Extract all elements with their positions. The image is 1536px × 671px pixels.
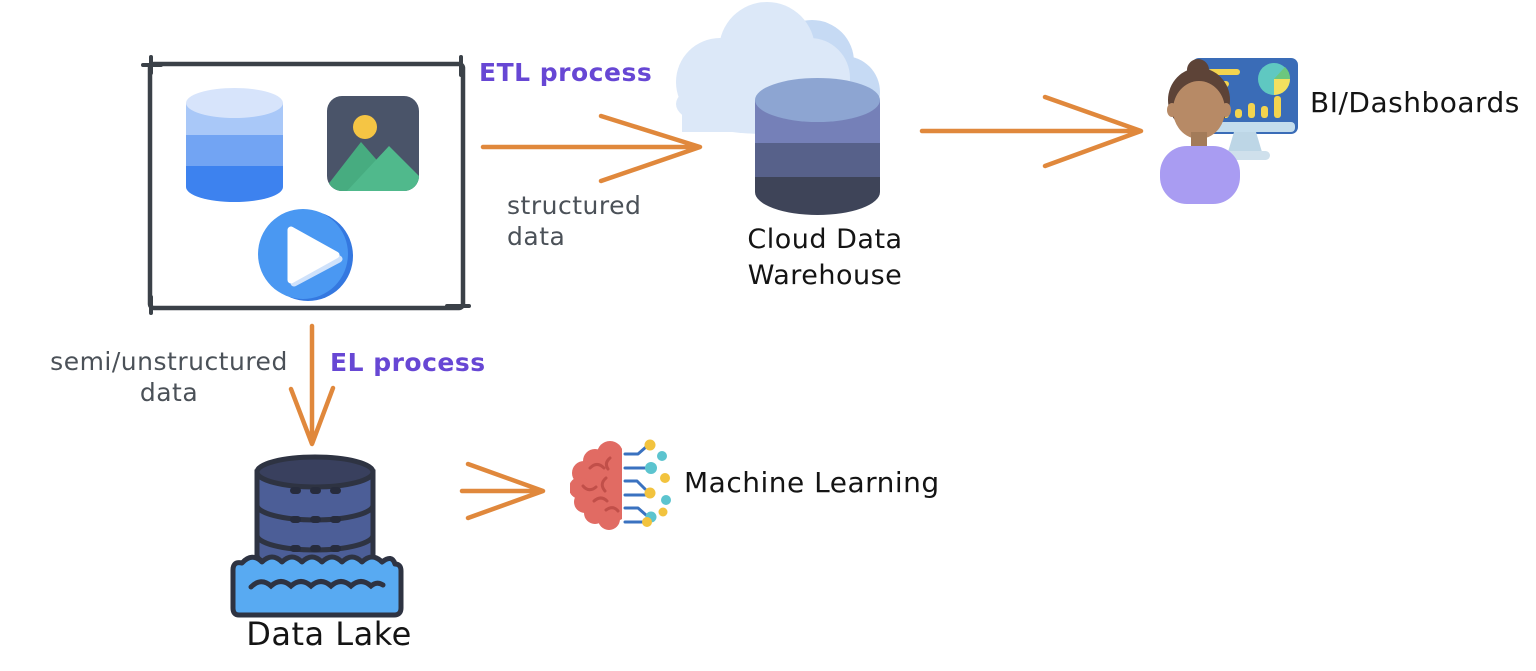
data-sources-box <box>141 55 471 315</box>
mountain-front-glyph <box>347 146 419 191</box>
semi-unstructured-data-label: semi/unstructured data <box>50 347 288 408</box>
image-icon <box>327 96 419 191</box>
pie-chart-glyph <box>1258 63 1291 95</box>
database-icon <box>186 88 283 202</box>
el-process-label: EL process <box>330 348 486 377</box>
data-lake-label: Data Lake <box>246 615 412 653</box>
structured-data-label: structured data <box>507 191 642 252</box>
machine-learning-label: Machine Learning <box>684 466 940 499</box>
water-glyph <box>230 554 404 618</box>
cloud-database-icon <box>676 2 880 215</box>
arrow-warehouse-to-bi <box>919 94 1144 169</box>
etl-process-label: ETL process <box>479 58 653 87</box>
arrow-etl-to-warehouse <box>480 113 703 184</box>
analyst-person-glyph <box>1160 59 1240 204</box>
arrow-datalake-to-ml <box>459 461 546 521</box>
warehouse-cylinder-glyph <box>755 78 880 215</box>
circuit-glyph <box>623 445 650 524</box>
bi-dashboards-label: BI/Dashboards <box>1310 86 1520 119</box>
video-play-icon <box>258 209 353 301</box>
server-stack-glyph <box>254 454 376 573</box>
analyst-dashboard-icon <box>1160 58 1298 204</box>
brain-circuit-icon <box>570 439 671 530</box>
cloud-data-warehouse-label: Cloud Data Warehouse <box>747 224 903 292</box>
data-lake-icon <box>230 454 404 618</box>
sun-glyph <box>353 115 377 139</box>
brain-folds-glyph <box>581 456 620 513</box>
circuit-dots-glyph <box>642 439 671 527</box>
arrow-el-to-datalake <box>288 323 336 447</box>
